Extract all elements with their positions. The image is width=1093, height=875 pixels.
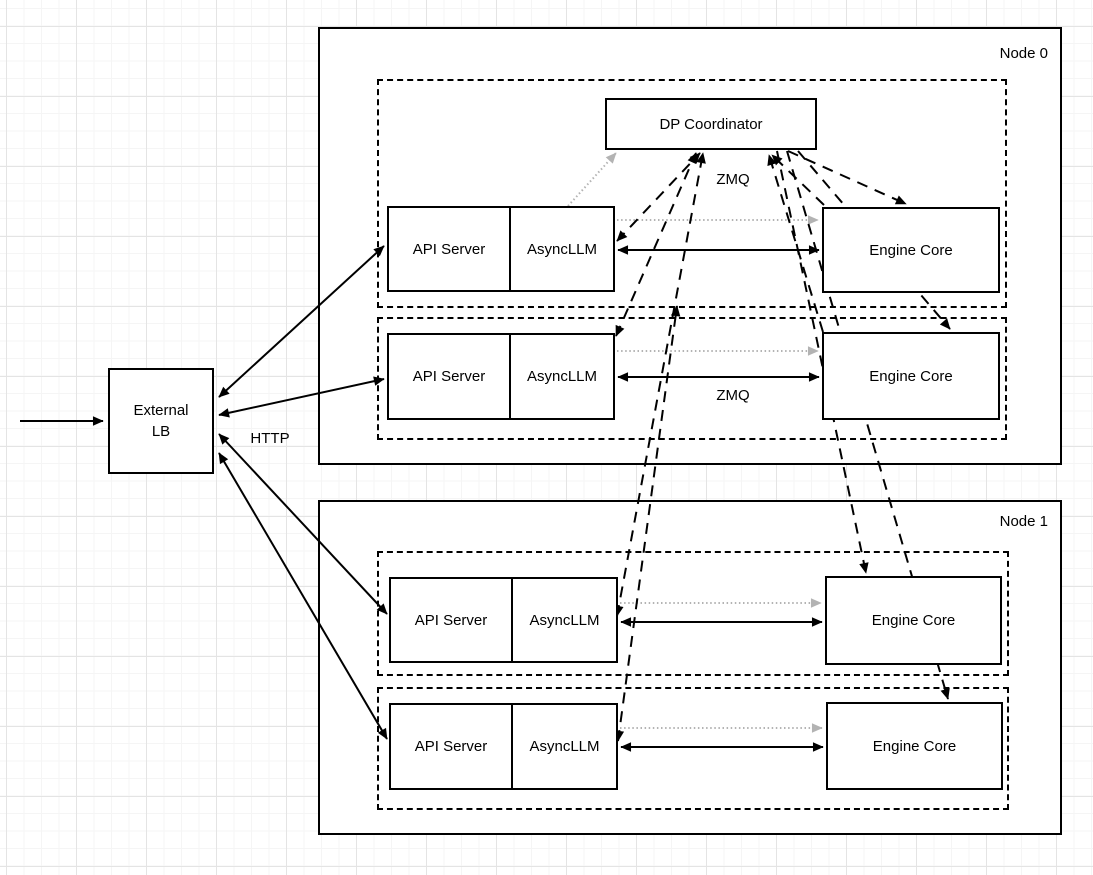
api-server-label: API Server — [414, 611, 488, 629]
asyncllm-cell: AsyncLLM — [513, 705, 616, 788]
api-server-cell: API Server — [389, 335, 511, 418]
asyncllm-label: AsyncLLM — [529, 611, 600, 629]
asyncllm-cell: AsyncLLM — [511, 335, 613, 418]
asyncllm-cell: AsyncLLM — [511, 208, 613, 290]
api-server-label: API Server — [412, 240, 486, 258]
external-lb-box: External LB — [108, 368, 214, 474]
api-server-cell: API Server — [391, 579, 513, 661]
node-1-label: Node 1 — [999, 513, 1048, 530]
asyncllm-cell: AsyncLLM — [513, 579, 616, 661]
dp-coordinator-label: DP Coordinator — [659, 115, 763, 133]
api-server-box-node0-row1: API Server AsyncLLM — [387, 333, 615, 420]
api-server-box-node1-row1: API Server AsyncLLM — [389, 703, 618, 790]
api-server-label: API Server — [412, 368, 486, 385]
zmq-row-label: ZMQ — [716, 387, 750, 404]
engine-core-label: Engine Core — [872, 737, 957, 755]
node-0-label: Node 0 — [999, 45, 1048, 62]
node1-rank1-dashed-group — [377, 687, 1009, 810]
api-server-cell: API Server — [389, 208, 511, 290]
engine-core-box-node0-row0: Engine Core — [822, 207, 1000, 293]
dp-coordinator-box: DP Coordinator — [605, 98, 817, 150]
api-server-box-node1-row0: API Server AsyncLLM — [389, 577, 618, 663]
engine-core-box-node1-row0: Engine Core — [825, 576, 1002, 665]
asyncllm-label: AsyncLLM — [526, 368, 598, 385]
engine-core-box-node0-row1: Engine Core — [822, 332, 1000, 420]
engine-core-label: Engine Core — [871, 612, 956, 629]
zmq-coordinator-label: ZMQ — [716, 171, 750, 188]
engine-core-label: Engine Core — [869, 367, 953, 385]
api-server-box-node0-row0: API Server AsyncLLM — [387, 206, 615, 292]
engine-core-label: Engine Core — [869, 241, 953, 259]
engine-core-box-node1-row1: Engine Core — [826, 702, 1003, 790]
asyncllm-label: AsyncLLM — [529, 738, 600, 755]
api-server-label: API Server — [414, 738, 488, 755]
asyncllm-label: AsyncLLM — [526, 240, 598, 258]
external-lb-label: External LB — [133, 402, 189, 440]
api-server-cell: API Server — [391, 705, 513, 788]
http-label: HTTP — [250, 430, 290, 447]
